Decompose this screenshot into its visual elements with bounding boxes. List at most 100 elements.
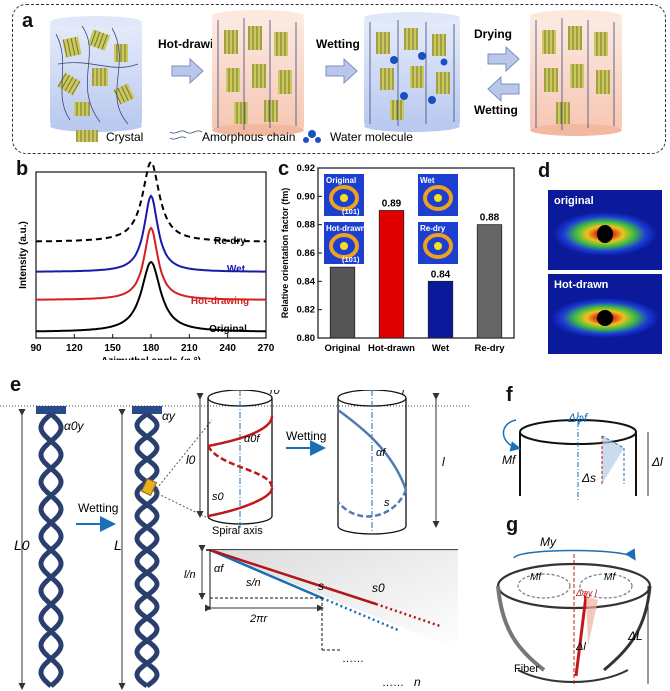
step-drying: Drying	[474, 27, 512, 41]
chart-c-ytick-label: 0.84	[297, 276, 316, 287]
step-wetting: Wetting	[316, 37, 360, 51]
chart-c-ytick-label: 0.90	[297, 191, 316, 202]
wetting-label-1: Wetting	[78, 501, 118, 515]
sym-sn: s/n	[246, 577, 261, 589]
legend-amorphous: Amorphous chain	[202, 130, 295, 144]
chart-c-value-label: 0.84	[431, 269, 451, 280]
sym-a0f: α0f	[244, 433, 260, 445]
chart-c-ytick-label: 0.92	[297, 163, 316, 174]
chart-b-series-label: Original	[209, 324, 247, 335]
chart-c-bar	[378, 210, 405, 339]
panel-d-label: d	[538, 160, 551, 182]
chart-c-bar	[476, 224, 503, 339]
sym-dL: ΔL	[627, 629, 643, 643]
chart-c-inset-title: Original	[326, 176, 356, 185]
wetting-label-2: Wetting	[286, 429, 326, 443]
sym-dphiy: Δφy l	[575, 588, 598, 598]
panel-b-label: b	[16, 158, 29, 180]
chart-c-inset-center	[340, 194, 348, 202]
saxs-hotdrawn-label: Hot-drawn	[554, 279, 609, 291]
panel-f-label: f	[506, 384, 513, 406]
sym-l0: l0	[186, 453, 196, 467]
chart-b-series-label: Hot-drawing	[191, 296, 249, 307]
chart-c-inset-center	[340, 242, 348, 250]
chart-b-xtick-label: 90	[30, 343, 42, 354]
chart-b-series-label: Wet	[227, 264, 246, 275]
sym-L0: L0	[14, 537, 30, 553]
sym-Mf-g-left: Mf	[530, 572, 542, 583]
sym-dl-g: Δl	[575, 641, 586, 653]
chart-b-series-line	[36, 260, 266, 333]
chart-c-ytick-label: 0.80	[297, 333, 316, 344]
sym-r0: r0	[270, 390, 281, 397]
chart-b-series-line	[36, 160, 266, 243]
sym-af-bottom: αf	[214, 563, 224, 575]
chart-c-category-label: Hot-drawn	[368, 343, 415, 354]
sym-a0y: α0y	[64, 419, 85, 433]
chart-b-xlabel: Azimuthal angle (φ,°)	[101, 356, 201, 360]
spiral-axis: Spiral axis	[212, 525, 263, 537]
saxs-images: original Hot-drawn	[548, 190, 662, 354]
panel-a-drawing: Hot-drawing Wetting Drying Wetting	[50, 10, 622, 144]
chart-c-bar	[427, 280, 454, 339]
cylinder-dry	[530, 10, 622, 136]
sym-2pir: 2πr	[249, 613, 268, 625]
chart-b-series-line	[36, 226, 266, 301]
sym-af-top: αf	[376, 447, 386, 459]
sym-L: L	[114, 537, 122, 553]
sym-Mf-g-right: Mf	[604, 572, 616, 583]
dots-1: ……	[342, 653, 364, 665]
chart-c-inset-plane: (101)	[342, 255, 360, 264]
cylinder-wet	[364, 12, 460, 132]
chart-c-category-label: Wet	[432, 343, 450, 354]
legend-crystal: Crystal	[106, 130, 143, 144]
saxs-original-label: original	[554, 195, 594, 207]
chart-b-series-line	[36, 194, 266, 273]
step-hot-drawing: Hot-drawing	[158, 37, 228, 51]
sym-s0-top: s0	[212, 491, 225, 503]
chart-c-inset-title: Wet	[420, 176, 435, 185]
chart-c-inset-ring	[329, 233, 359, 259]
panel-g-label: g	[506, 514, 519, 536]
chart-b-series-label: Re-dry	[214, 236, 246, 247]
chart-c-category-label: Re-dry	[474, 343, 505, 354]
chart-c-inset-plane: (101)	[342, 207, 360, 216]
panel-f-drawing: Δφf Mf Δs Δl	[502, 411, 663, 500]
cylinder-original	[50, 16, 142, 132]
sym-s-top: s	[384, 497, 390, 509]
chart-c-value-label: 0.89	[382, 199, 402, 210]
chart-c-inset-ring	[423, 185, 453, 211]
cylinder-hot-drawn	[212, 10, 304, 136]
chart-b-xtick-label: 180	[143, 343, 160, 354]
panel-e-label: e	[10, 374, 22, 396]
sym-ay: αy	[162, 409, 176, 423]
fiber-label: Fiber	[514, 663, 539, 675]
chart-c-value-label: 0.88	[480, 213, 500, 224]
legend-water: Water molecule	[330, 130, 413, 144]
step-wetting-2: Wetting	[474, 103, 518, 117]
sym-s0-bottom: s0	[372, 581, 385, 595]
sym-My: My	[540, 535, 557, 549]
chart-c-bar	[329, 266, 356, 339]
dots-2: ……	[382, 677, 404, 689]
chart-c-inset-center	[434, 194, 442, 202]
sym-r: r	[402, 390, 407, 397]
chart-c-inset-center	[434, 242, 442, 250]
chart-c-ylabel: Relative orientation factor (fm)	[280, 188, 290, 319]
chart-c-inset-title: Hot-drawn	[326, 224, 366, 233]
sym-Mf-f: Mf	[502, 453, 517, 467]
sym-ln: l/n	[184, 569, 196, 581]
chart-b-xtick-label: 210	[181, 343, 198, 354]
panel-c-label: c	[278, 158, 290, 180]
sym-n: n	[414, 675, 421, 689]
sym-dphi-f: Δφf	[567, 411, 589, 425]
sym-dl-f: Δl	[651, 455, 663, 469]
chart-c-ytick-label: 0.86	[297, 248, 316, 259]
panel-a	[12, 4, 666, 154]
panel-e-drawing: α0y L0 Wetting αy L r0 α0f l0 s0 Spiral …	[0, 390, 470, 690]
chart-c-inset-ring	[329, 185, 359, 211]
chart-b-xtick-label: 240	[219, 343, 236, 354]
sym-l: l	[442, 455, 445, 469]
chart-b-xtick-label: 270	[258, 343, 275, 354]
